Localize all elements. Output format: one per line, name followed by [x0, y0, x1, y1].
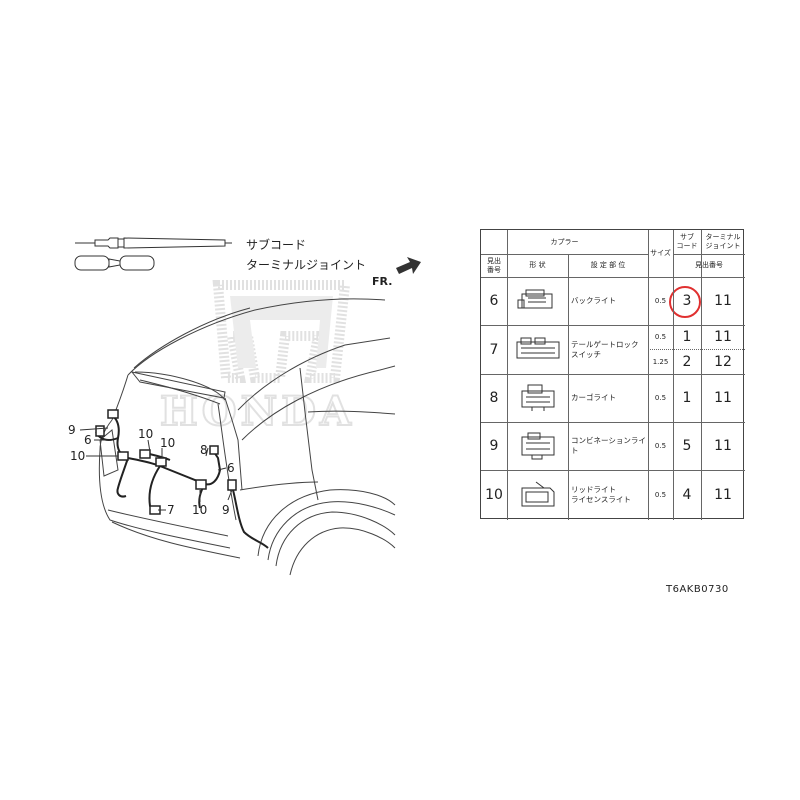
terminal-joint-value: 11: [714, 487, 732, 503]
front-arrow-icon: [396, 257, 421, 274]
header-size: サイズ: [650, 249, 671, 257]
honda-watermark-logo: HONDA: [159, 280, 352, 436]
row-number: 10: [485, 487, 503, 503]
location-text: リッドライト ライセンスライト: [571, 485, 631, 504]
terminal-joint-value: 12: [714, 353, 732, 370]
sub-cord-label: サブコード: [246, 238, 307, 252]
location-text: コンビネーションライト: [571, 436, 646, 455]
row-number: 8: [489, 390, 499, 406]
callout-label: 7: [167, 503, 175, 517]
leader-lines: [79, 427, 233, 511]
row-number: 6: [489, 293, 499, 309]
highlight-circle: [669, 286, 701, 318]
header-terminal-joint: ターミナル ジョイント: [705, 233, 741, 250]
header-heading-number: 見出番号: [695, 261, 723, 269]
terminal-joint-icon: [74, 255, 155, 271]
row-number: 7: [489, 341, 499, 358]
callout-label: 10: [70, 449, 86, 463]
sub-cord-value: 4: [682, 487, 692, 503]
document-id: T6AKB0730: [666, 584, 729, 595]
terminal-joint-value: 11: [714, 293, 732, 309]
location-text: バックライト: [571, 296, 616, 305]
connector-shape-icon: [507, 325, 568, 374]
front-indicator: FR.: [372, 275, 393, 288]
size-value: 0.5: [654, 442, 667, 450]
size-value: 1.25: [652, 357, 669, 366]
connector-shape-icon: [507, 277, 568, 325]
callout-label: 6: [84, 433, 92, 447]
connector-shape-icon: [507, 374, 568, 422]
size-value: 0.5: [654, 394, 667, 402]
row-number: 9: [489, 438, 499, 454]
callout-label: 9: [222, 503, 230, 517]
terminal-joint-value: 11: [714, 390, 732, 406]
header-location: 設 定 部 位: [590, 261, 626, 269]
header-coupler: カプラー: [550, 237, 579, 246]
sub-cord-icon: [75, 237, 232, 249]
coupler-table: カプラー 見出 番号 形 状 設 定 部 位 サイズ サブ コード ターミナル …: [480, 229, 745, 520]
connector-shape-icon: [507, 422, 568, 470]
vehicle-outline: [98, 298, 396, 576]
sub-cord-value: 1: [682, 329, 692, 345]
sub-cord-value: 3: [682, 293, 692, 309]
callout-label: 10: [192, 503, 208, 517]
terminal-joint-value: 11: [714, 329, 732, 345]
callout-label: 10: [138, 427, 154, 441]
terminal-joint-label: ターミナルジョイント: [246, 258, 367, 272]
header-sub-cord: サブ コード: [676, 233, 698, 250]
sub-cord-value: 5: [682, 438, 692, 454]
callout-label: 8: [200, 443, 208, 457]
callout-label: 6: [227, 461, 235, 475]
terminal-joint-value: 11: [714, 438, 732, 454]
callout-label: 10: [160, 436, 176, 450]
location-text: カーゴライト: [571, 393, 616, 402]
header-number: 見出 番号: [487, 256, 501, 274]
size-value: 0.5: [654, 297, 667, 305]
sub-cord-value: 1: [682, 390, 692, 406]
size-value: 0.5: [654, 491, 667, 499]
location-text: テールゲートロック スイッチ: [571, 339, 639, 359]
connectors: [95, 409, 237, 515]
sub-cord-value: 2: [682, 353, 692, 370]
connector-shape-icon: [507, 470, 568, 520]
callout-label: 9: [68, 423, 76, 437]
size-value: 0.5: [654, 333, 667, 341]
header-shape: 形 状: [529, 261, 546, 269]
